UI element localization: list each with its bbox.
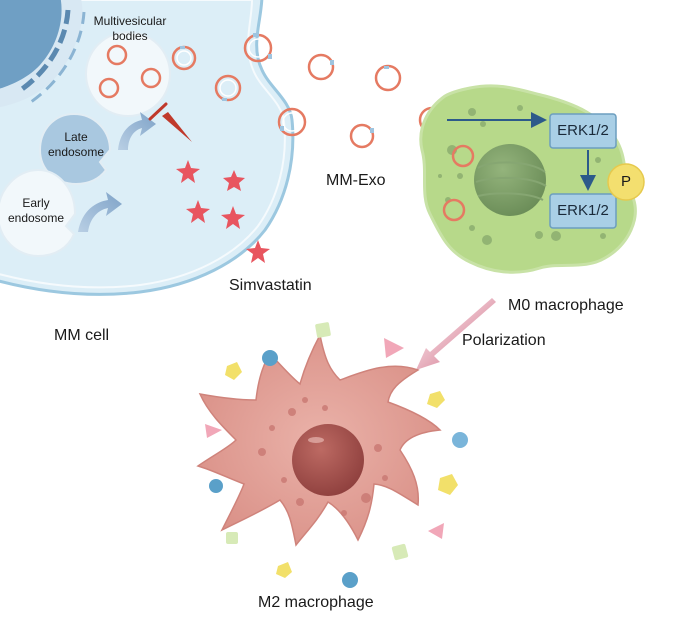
maturation-arrow-upper: [118, 112, 156, 150]
mm-cell: [0, 0, 295, 296]
polarization-label: Polarization: [462, 332, 546, 349]
internalized-exosomes: [442, 144, 475, 222]
polarization-arrow: [416, 298, 496, 370]
erk-box-bottom: [549, 193, 617, 229]
multivesicular-body: [85, 31, 171, 117]
m2-macrophage: [196, 332, 442, 547]
m0-macrophage-label: M0 macrophage: [508, 297, 624, 314]
phosphate-label: P: [620, 173, 631, 190]
erk-bottom-label: ERK1/2: [557, 202, 609, 219]
erk-top-label: ERK1/2: [557, 122, 609, 139]
simvastatin-star: [246, 240, 270, 263]
m2-macrophage-label: M2 macrophage: [258, 594, 374, 611]
exosome: [349, 123, 375, 149]
late-endosome-label: Late endosome: [47, 130, 105, 159]
early-endosome-label: Early endosome: [7, 196, 65, 225]
simvastatin-star: [176, 160, 200, 183]
mm-nucleus: [0, 0, 86, 108]
exosome: [277, 107, 307, 137]
simvastatin-star: [221, 206, 245, 229]
simvastatin-label: Simvastatin: [229, 277, 312, 294]
simvastatin-star: [186, 200, 210, 223]
mm-cell-label: MM cell: [54, 327, 110, 344]
exosome: [214, 74, 242, 102]
exosome: [307, 53, 335, 81]
mm-exo-label: MM-Exo: [326, 172, 386, 189]
maturation-arrow-lower: [78, 192, 122, 232]
simvastatin-stars: [176, 160, 270, 263]
phosphate-circle: [607, 163, 645, 201]
secreted-factors: [205, 322, 468, 588]
inhibition-symbol: [148, 102, 192, 142]
erk-box-top: [549, 113, 617, 149]
early-endosome: [0, 168, 77, 258]
late-endosome: [38, 112, 112, 186]
simvastatin-star: [223, 170, 245, 191]
multivesicular-bodies-label: Multivesicular bodies: [93, 14, 167, 43]
